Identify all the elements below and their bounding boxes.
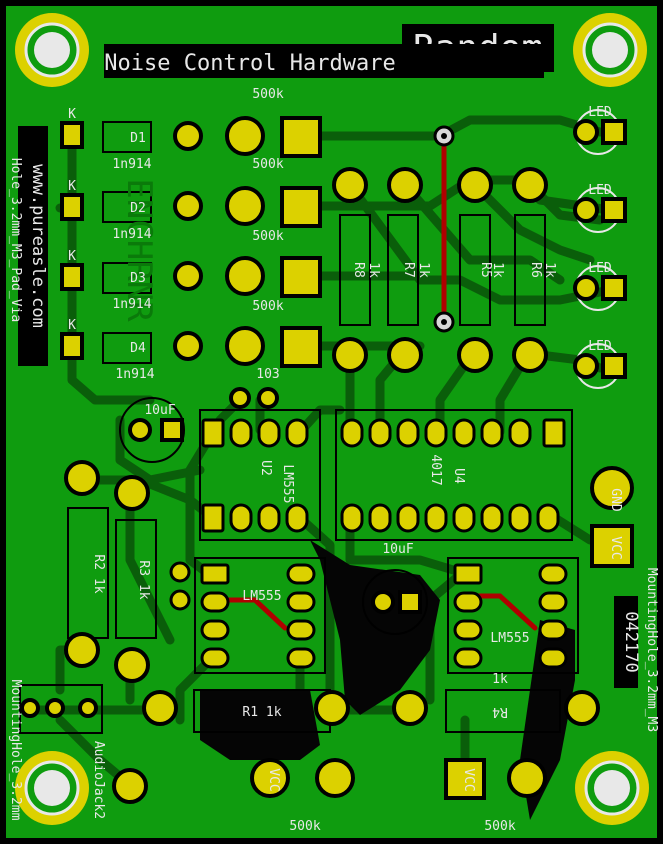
pot4-value: 500k	[252, 299, 283, 314]
led-pads	[573, 109, 627, 389]
url-block: www.pureasle.com	[18, 126, 48, 366]
lm555a-label: LM555	[242, 589, 281, 604]
r5-label: R5	[478, 262, 493, 278]
r1-label: R1 1k	[242, 705, 281, 720]
diode-pads	[60, 121, 203, 361]
d2-ref: D2	[130, 201, 146, 216]
led3-label: LED	[588, 261, 612, 276]
r8-label: R8	[351, 262, 366, 278]
round-pads	[20, 167, 600, 804]
r4-value: 1k	[492, 672, 508, 687]
power-connector	[590, 466, 634, 568]
r4-label: R4	[492, 704, 508, 719]
right-edge-text: MountingHole_3.2mm_M3	[644, 568, 659, 732]
pot3-value: 500k	[252, 229, 283, 244]
d3-ref: D3	[130, 271, 146, 286]
bottom-left-edge-text: MountingHole_3.2mm	[8, 680, 23, 821]
mounting-hole-br	[575, 751, 649, 825]
d2-k-label: K	[68, 179, 76, 194]
led4-label: LED	[588, 339, 612, 354]
d2-value: 1n914	[112, 227, 151, 242]
vcc-label: VCC	[608, 536, 623, 559]
d1-ref: D1	[130, 131, 146, 146]
r8-value: 1k	[366, 262, 381, 278]
d4-k-label: K	[68, 318, 76, 333]
r5-value: 1k	[490, 262, 505, 278]
d3-k-label: K	[68, 249, 76, 264]
title-block: Random Noise Control Hardware	[104, 24, 554, 78]
audio-label: AudioJack2	[91, 741, 106, 819]
mounting-hole-bl	[15, 751, 89, 825]
ic-pads	[169, 418, 568, 669]
mounting-hole-tl	[15, 13, 89, 87]
u4-part: 4017	[428, 454, 443, 485]
c1-label: 10uF	[144, 403, 175, 418]
d4-ref: D4	[130, 341, 146, 356]
c2-label: 10uF	[382, 542, 413, 557]
led1-label: LED	[588, 105, 612, 120]
left-edge-text: Hole_3.2mm_M3_Pad_Via	[8, 158, 23, 322]
gnd-label: GND	[608, 488, 623, 512]
d3-value: 1n914	[112, 297, 151, 312]
revision-block: 042170	[614, 596, 641, 688]
url-text: www.pureasle.com	[28, 164, 48, 328]
d1-value: 1n914	[112, 157, 151, 172]
pot-pads	[225, 116, 547, 800]
pot2-value: 500k	[252, 157, 283, 172]
silk-labels: K K K K D1 D2 D3 D4 1n914 1n914 1n914 1n…	[68, 87, 623, 834]
r7-value: 1k	[416, 262, 431, 278]
mounting-hole-tr	[573, 13, 647, 87]
r6-label: R6	[528, 262, 543, 278]
subtitle-bg	[104, 44, 544, 78]
pot6-value: 500k	[484, 819, 515, 834]
u2-part: LM555	[280, 464, 295, 503]
c3-label: 103	[256, 367, 279, 382]
r7-label: R7	[401, 262, 416, 278]
top-traces	[225, 133, 538, 631]
r6-value: 1k	[542, 262, 557, 278]
pot5-value: 500k	[289, 819, 320, 834]
mounting-holes	[15, 13, 649, 825]
faint-logo: ENCHRNR	[119, 178, 159, 322]
vcc-a-label: VCC	[266, 768, 281, 791]
d1-k-label: K	[68, 107, 76, 122]
vcc-b-label: VCC	[461, 768, 476, 791]
u2-ref: U2	[258, 460, 273, 476]
title-line2: Noise Control Hardware	[104, 51, 395, 76]
led2-label: LED	[588, 183, 612, 198]
vias	[433, 125, 455, 333]
r2-label: R2 1k	[91, 554, 106, 593]
pot1-value: 500k	[252, 87, 283, 102]
r3-label: R3 1k	[136, 560, 151, 599]
lm555b-label: LM555	[490, 631, 529, 646]
revision-text: 042170	[621, 611, 641, 672]
d4-value: 1n914	[115, 367, 154, 382]
u4-ref: U4	[451, 468, 466, 484]
